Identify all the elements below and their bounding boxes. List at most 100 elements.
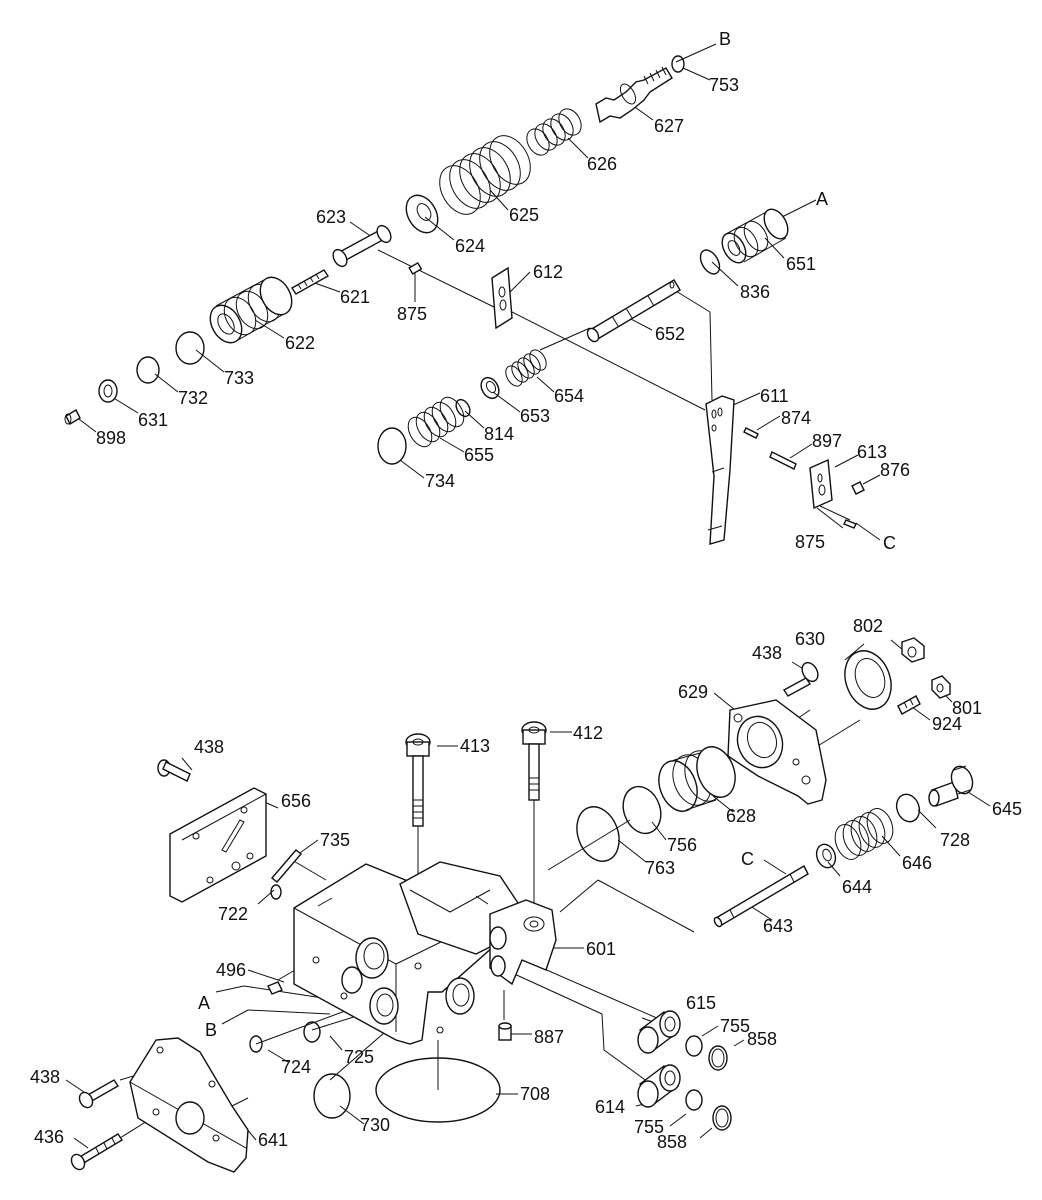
pin-875a	[408, 261, 423, 275]
plate-656	[169, 787, 267, 903]
label-652: 652	[655, 324, 685, 344]
pin-735	[270, 849, 303, 883]
label-653: 653	[520, 406, 550, 426]
label-732: 732	[178, 388, 208, 408]
plunger-623	[332, 224, 392, 268]
label-724: 724	[281, 1057, 311, 1077]
oring-734	[377, 427, 407, 465]
washer-624	[405, 194, 439, 234]
spring-625	[439, 135, 531, 215]
label-897: 897	[812, 431, 842, 451]
label-875b: 875	[795, 532, 825, 552]
bolt-438a	[782, 661, 819, 697]
oring-722	[270, 884, 282, 900]
label-c-mid: C	[741, 849, 754, 869]
label-438c: 438	[30, 1067, 60, 1087]
label-858b: 858	[657, 1132, 687, 1152]
label-622: 622	[285, 333, 315, 353]
label-624: 624	[455, 236, 485, 256]
label-626: 626	[587, 154, 617, 174]
ring-836	[699, 249, 721, 275]
label-641: 641	[258, 1130, 288, 1150]
label-655: 655	[464, 445, 494, 465]
label-438b: 438	[194, 737, 224, 757]
ring-858b	[712, 1105, 732, 1131]
body-601	[293, 861, 557, 1045]
label-b-mid: B	[205, 1020, 217, 1040]
label-733: 733	[224, 368, 254, 388]
label-876: 876	[880, 460, 910, 480]
label-613: 613	[857, 442, 887, 462]
cover-641	[129, 1037, 249, 1173]
bolt-412	[521, 721, 547, 801]
stem-627	[595, 66, 673, 124]
label-728: 728	[940, 830, 970, 850]
spring-655	[407, 396, 465, 448]
label-756: 756	[667, 835, 697, 855]
leader-lines-upper	[74, 43, 881, 541]
bolt-413	[405, 733, 431, 827]
bushing-631	[98, 379, 118, 403]
spool-652	[586, 279, 681, 343]
plate-613	[809, 458, 833, 510]
oring-756	[622, 785, 662, 835]
pin-887	[498, 1022, 512, 1041]
ring-858a	[708, 1045, 728, 1071]
lever-611	[705, 395, 735, 545]
label-614: 614	[595, 1097, 625, 1117]
label-646: 646	[902, 853, 932, 873]
plate-612	[491, 266, 513, 330]
label-887: 887	[534, 1027, 564, 1047]
label-753: 753	[709, 75, 739, 95]
piston-628	[658, 746, 736, 812]
washer-653	[480, 376, 500, 400]
label-654: 654	[554, 386, 584, 406]
label-755b: 755	[634, 1117, 664, 1137]
pin-876	[851, 481, 865, 495]
pin-897	[769, 451, 797, 470]
oring-708	[375, 1057, 501, 1123]
label-814: 814	[484, 424, 514, 444]
screw-924	[897, 695, 921, 715]
label-615: 615	[686, 993, 716, 1013]
label-734: 734	[425, 471, 455, 491]
label-801: 801	[952, 698, 982, 718]
label-755a: 755	[720, 1016, 750, 1036]
label-a-mid: A	[198, 993, 210, 1013]
label-643: 643	[763, 916, 793, 936]
label-763: 763	[645, 858, 675, 878]
label-625: 625	[509, 205, 539, 225]
oring-733	[175, 331, 205, 365]
label-725: 725	[344, 1047, 374, 1067]
label-924: 924	[932, 714, 962, 734]
label-496: 496	[216, 960, 246, 980]
label-656: 656	[281, 791, 311, 811]
label-b-top: B	[719, 29, 731, 49]
pin-874	[743, 427, 759, 439]
oring-725	[303, 1021, 321, 1043]
sleeve-615	[637, 1010, 681, 1054]
label-802: 802	[853, 616, 883, 636]
bolt-438b	[157, 759, 191, 782]
label-874: 874	[781, 408, 811, 428]
oring-755b	[685, 1089, 703, 1111]
bolt-438c	[78, 1079, 119, 1109]
lower-assembly	[65, 637, 991, 1173]
label-898: 898	[96, 428, 126, 448]
label-730: 730	[360, 1115, 390, 1135]
oring-763	[576, 806, 620, 862]
label-875a: 875	[397, 304, 427, 324]
pin-898	[64, 409, 81, 425]
flange-629	[727, 699, 827, 805]
oring-732	[136, 356, 160, 384]
label-611: 611	[760, 386, 789, 406]
label-631: 631	[138, 410, 168, 430]
spring-626	[526, 108, 582, 156]
label-858a: 858	[747, 1029, 777, 1049]
label-722: 722	[218, 904, 248, 924]
oring-755a	[685, 1035, 703, 1057]
ringnut-630	[844, 650, 892, 710]
piston-622	[209, 276, 293, 344]
label-623: 623	[316, 207, 346, 227]
